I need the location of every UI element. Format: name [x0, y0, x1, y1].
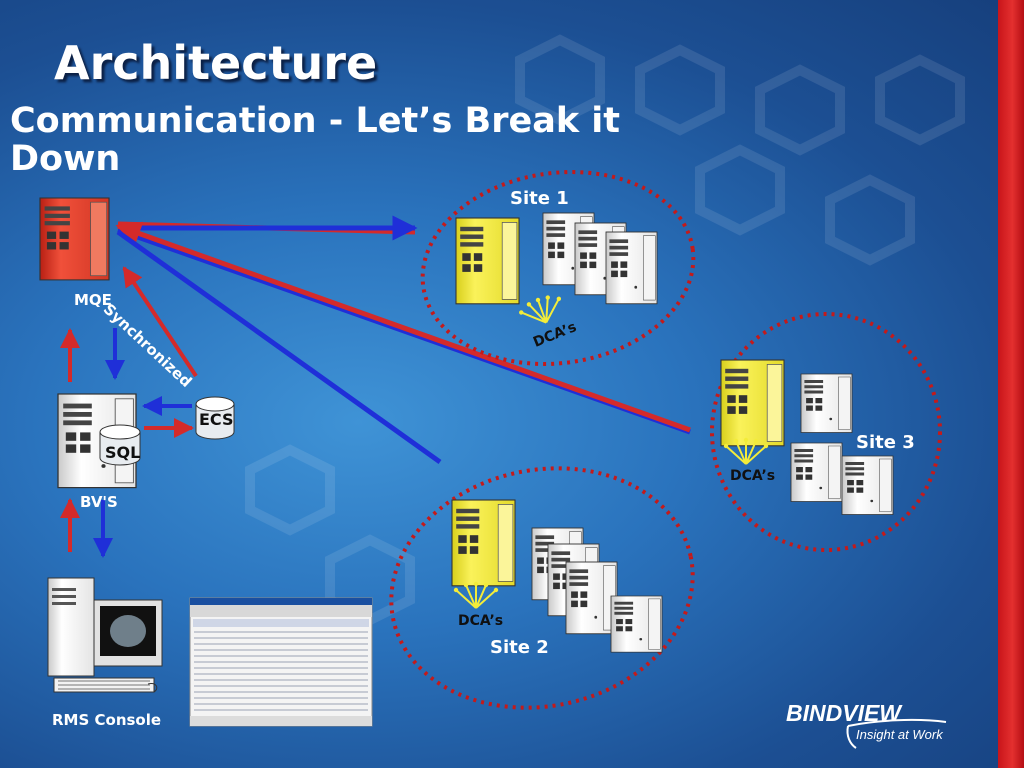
site1-label: Site 1	[510, 188, 569, 209]
slide-title: Architecture	[54, 36, 378, 90]
console-screenshot-window	[189, 597, 373, 727]
site1-servers	[455, 212, 658, 305]
ecs-label: ECS	[199, 410, 234, 429]
site1-boundary	[420, 170, 696, 366]
right-accent-bar	[998, 0, 1024, 768]
logo-wordmark: BINDVIEW	[786, 700, 902, 726]
bindview-logo: BINDVIEW Insight at Work	[786, 700, 948, 750]
mqe-label: MQE	[74, 291, 112, 309]
site2-servers	[451, 499, 663, 653]
mqe-server-icon	[39, 197, 110, 281]
sql-label: SQL	[105, 443, 141, 462]
sync-arrow	[122, 266, 198, 378]
site3-boundary	[710, 312, 942, 552]
sql-database-icon	[99, 424, 141, 466]
site2-label: Site 2	[490, 637, 549, 658]
logo-tagline: Insight at Work	[856, 727, 943, 742]
logo-swoosh-icon	[846, 718, 947, 749]
site3-label: Site 3	[856, 432, 915, 453]
bvis-label: BV'S	[80, 493, 118, 511]
site2-boundary	[389, 466, 695, 710]
link-mqe-site2-blue	[116, 229, 442, 465]
ecs-database-icon	[195, 396, 235, 440]
rms-console-label: RMS Console	[52, 711, 162, 729]
rms-workstation-icon	[47, 577, 163, 693]
background-pattern	[245, 34, 965, 626]
link-mqe-site3-red	[115, 221, 691, 433]
site2-dca-label: DCA’s	[458, 613, 504, 629]
slide-subtitle: Communication - Let’s Break it Down	[10, 101, 621, 179]
site3-dca-label: DCA’s	[730, 468, 776, 484]
